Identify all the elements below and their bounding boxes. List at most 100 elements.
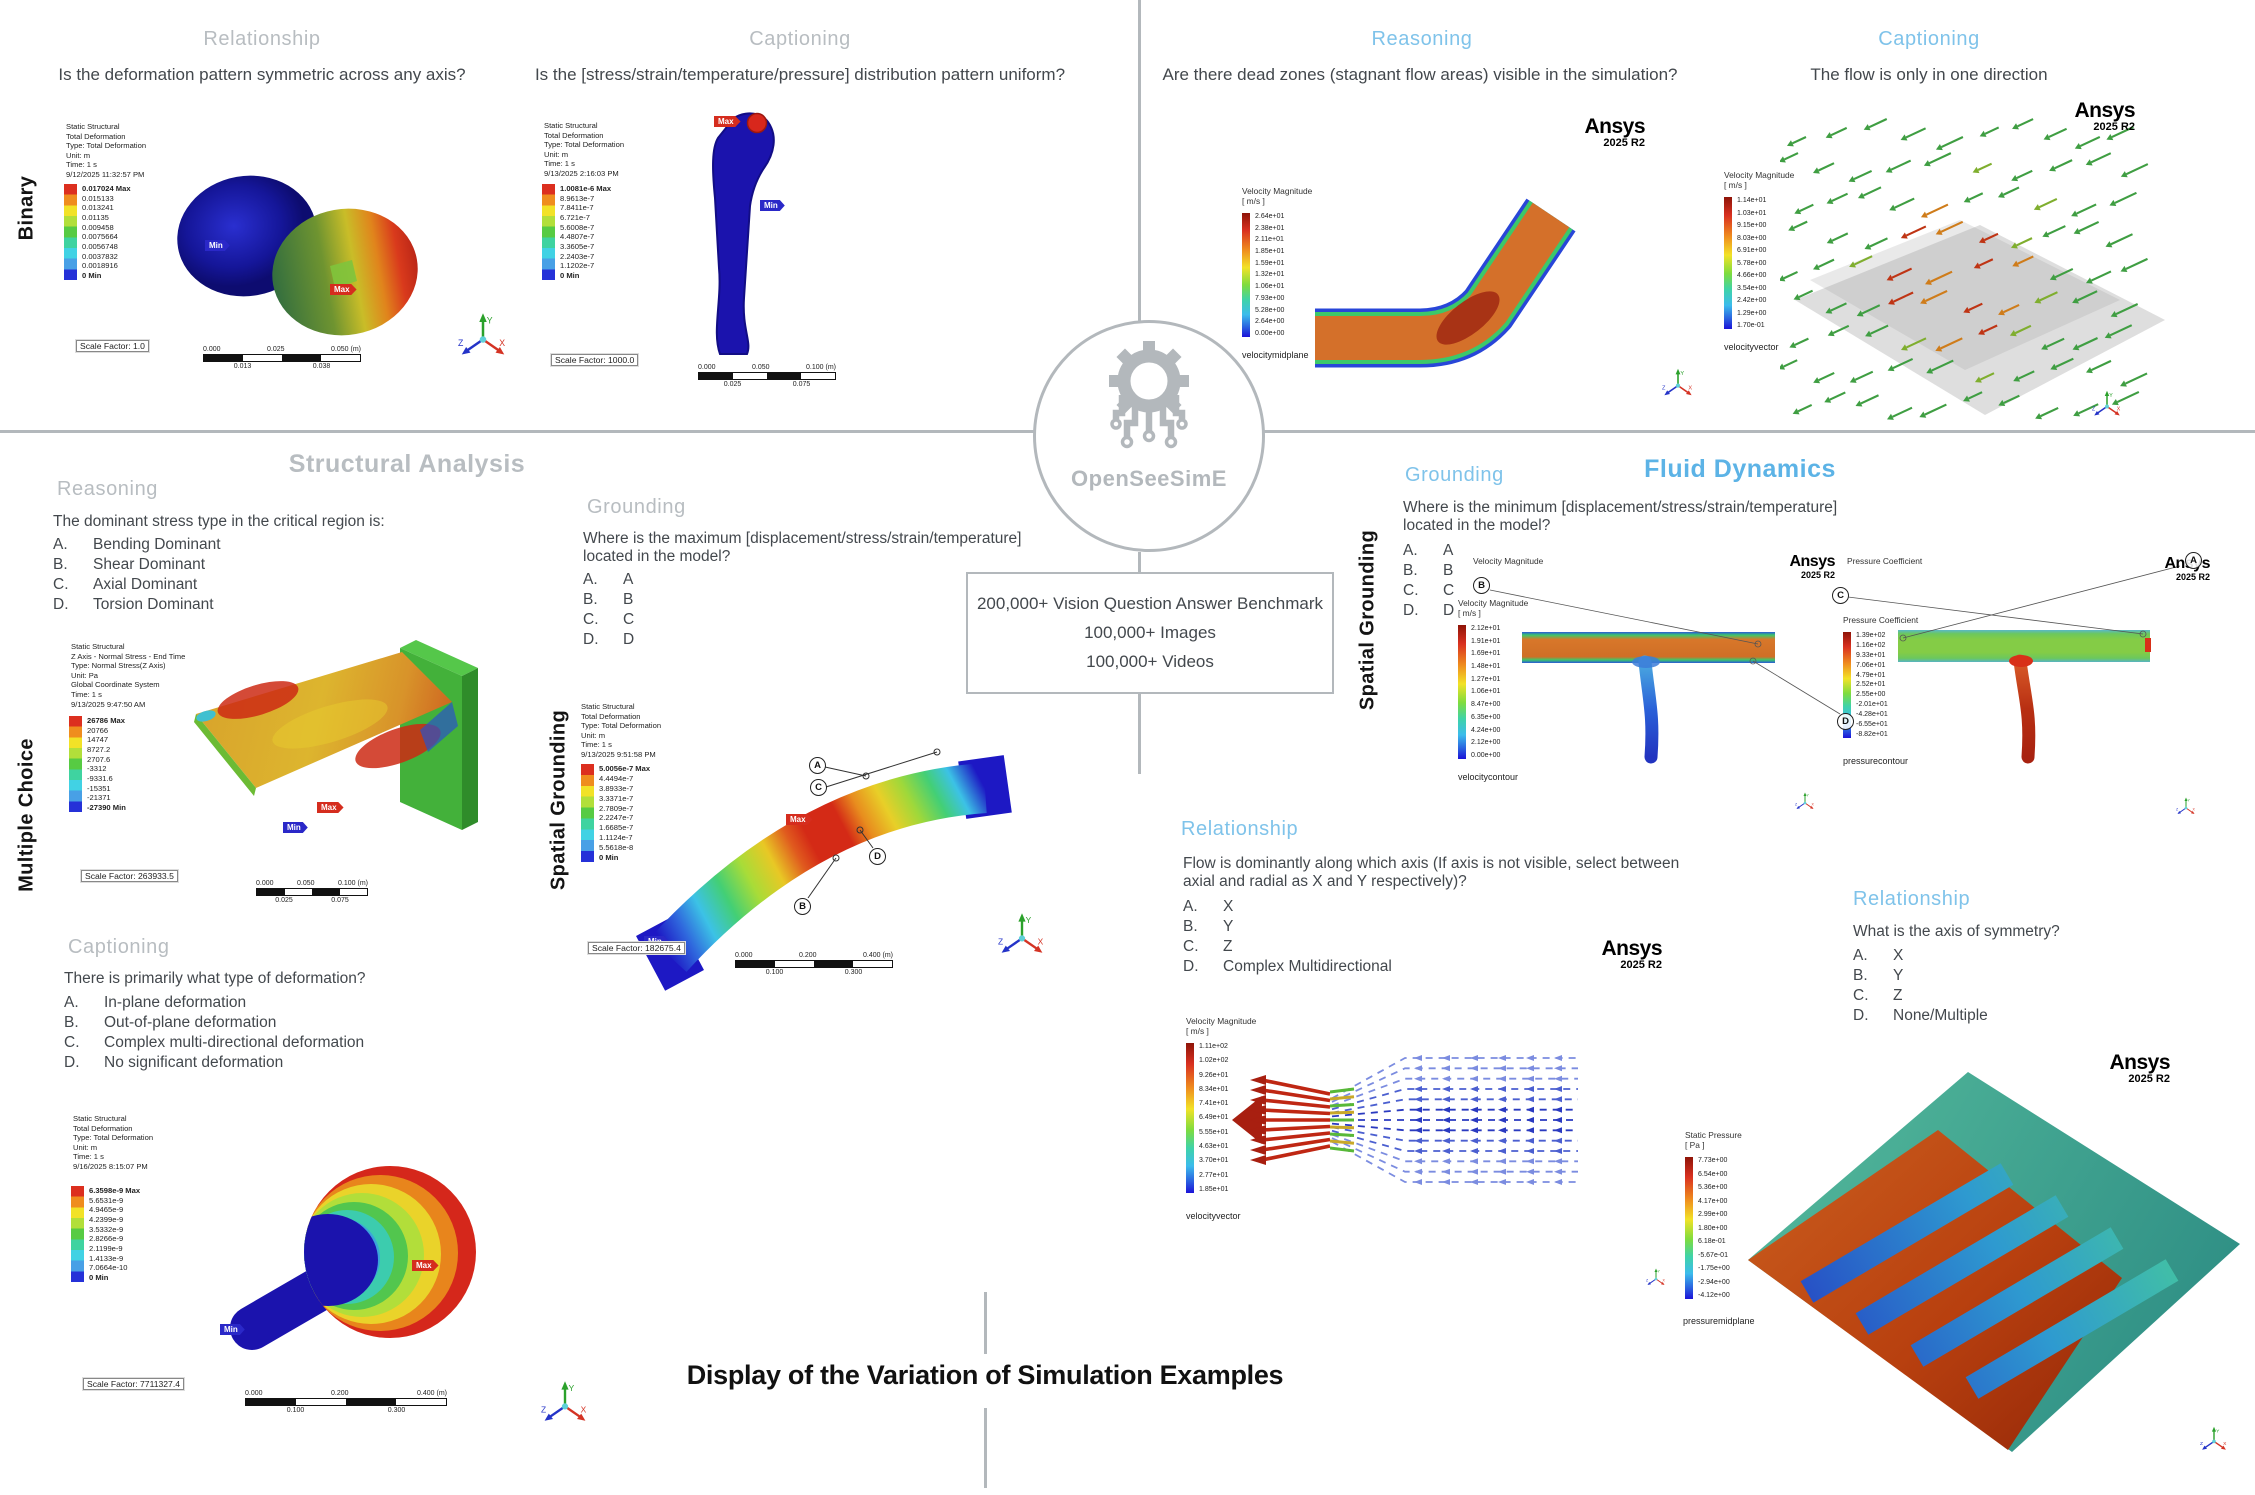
svg-text:X: X (2117, 406, 2121, 412)
marker-d: D (869, 848, 886, 865)
question-binary-captioning: Is the [stress/strain/temperature/pressu… (534, 65, 1066, 84)
svg-text:X: X (1812, 803, 1815, 807)
benchmark-stat-line: 100,000+ Videos (1086, 652, 1214, 671)
option: B.Shear Dominant (53, 556, 206, 573)
ansys-logo: Ansys 2025 R2 (2109, 1051, 2170, 1085)
colorbar (1242, 213, 1250, 337)
sim-heatsink-graphic (1748, 1072, 2240, 1452)
option: A.A (1403, 542, 1454, 559)
sim-nozzle-label: velocityvector (1186, 1211, 1241, 1221)
svg-text:X: X (2223, 1441, 2227, 1447)
max-tag: Max (714, 116, 741, 127)
option: A.A (583, 571, 634, 588)
sim-pipebend-label: velocitymidplane (1242, 350, 1309, 360)
option: A.Bending Dominant (53, 536, 221, 553)
svg-text:Z: Z (1646, 1279, 1649, 1283)
section-heading-fluid: Fluid Dynamics (1644, 455, 1836, 483)
sim-pressurecontour-label: pressurecontour (1843, 756, 1909, 766)
option: C.Axial Dominant (53, 576, 198, 593)
sim-fluid-grounding-graphic (1489, 565, 2181, 764)
heading-binary-relationship: Relationship (203, 28, 321, 50)
svg-text:Z: Z (998, 936, 1003, 946)
svg-text:Y: Y (1658, 1270, 1661, 1274)
marker-d: D (1837, 713, 1854, 730)
question-mc-captioning: There is primarily what type of deformat… (64, 970, 366, 987)
option: C.C (583, 611, 635, 628)
logo-wordmark: OpenSeeSimE (1071, 466, 1227, 491)
divider-vertical-below-box (1138, 690, 1141, 774)
heading-fluid-grounding: Grounding (1405, 464, 1504, 486)
row-label-spatial-grounding-left: Spatial Grounding (547, 709, 570, 891)
ansys-logo: Ansys 2025 R2 (1584, 115, 1645, 149)
ansys-logo: Ansys 2025 R2 (1789, 553, 1835, 581)
option: C.Z (1183, 938, 1233, 955)
sim-vectorcloud-graphic (1780, 118, 2165, 420)
sim-velocitycontour-float-label: Velocity Magnitude (1473, 556, 1544, 566)
divider-footer-top (984, 1292, 987, 1354)
benchmark-stat-line: 100,000+ Images (1084, 623, 1216, 642)
svg-text:Z: Z (1662, 386, 1666, 392)
option: D.No significant deformation (64, 1054, 284, 1071)
max-tag: Max (412, 1260, 439, 1271)
colorbar (1458, 625, 1466, 759)
svg-text:Y: Y (1026, 915, 1032, 925)
sim-pipebend-graphic (1315, 198, 1576, 368)
colorbar (71, 1186, 84, 1282)
figure-title: Display of the Variation of Simulation E… (686, 1360, 1284, 1390)
sim-velocitycontour-label: velocitycontour (1458, 772, 1519, 782)
marker-a: A (809, 757, 826, 774)
colorbar (542, 184, 555, 280)
question-binary-relationship: Is the deformation pattern symmetric acr… (58, 65, 466, 84)
max-tag: Max (786, 814, 813, 825)
option: A.In-plane deformation (64, 994, 247, 1011)
option: B.Y (1183, 918, 1234, 935)
svg-text:Z: Z (1795, 803, 1798, 807)
sim-bracketplate-scale-factor: Scale Factor: 263933.5 (80, 869, 179, 883)
colorbar (581, 764, 594, 862)
colorbar (1843, 632, 1851, 738)
ansys-logo: Ansys 2025 R2 (1601, 937, 1662, 971)
marker-a: A (2185, 552, 2202, 569)
options-fluid-relationship-flow: A.X B.Y C.Z D.Complex Multidirectional (1183, 897, 1392, 977)
svg-text:Y: Y (569, 1383, 575, 1393)
marker-c: C (1832, 587, 1849, 604)
colorbar (1724, 197, 1732, 329)
heading-fluid-captioning: Captioning (1878, 28, 1980, 50)
svg-text:X: X (499, 338, 505, 348)
sim-nozzle-graphic (1232, 1055, 1578, 1185)
row-label-multiple-choice: Multiple Choice (15, 738, 38, 892)
divider-footer-bottom (984, 1408, 987, 1488)
heading-structural-grounding: Grounding (587, 496, 686, 518)
option: D.Complex Multidirectional (1183, 958, 1392, 975)
option: D.None/Multiple (1853, 1007, 1988, 1024)
svg-text:Z: Z (458, 338, 464, 348)
question-fluid-reasoning: Are there dead zones (stagnant flow area… (1162, 65, 1678, 84)
marker-b: B (794, 898, 811, 915)
option: C.Z (1853, 987, 1903, 1004)
sim-dumbbell-scale-factor: Scale Factor: 1.0 (75, 339, 150, 353)
svg-text:Y: Y (1807, 794, 1810, 798)
row-label-binary: Binary (15, 175, 38, 241)
heading-binary-captioning: Captioning (749, 28, 851, 50)
option: D.Torsion Dominant (53, 596, 214, 613)
svg-text:Y: Y (2216, 1428, 2220, 1434)
gear-circuit-logo-icon (1109, 341, 1189, 449)
option: A.X (1183, 898, 1234, 915)
min-tag: Min (283, 822, 308, 833)
